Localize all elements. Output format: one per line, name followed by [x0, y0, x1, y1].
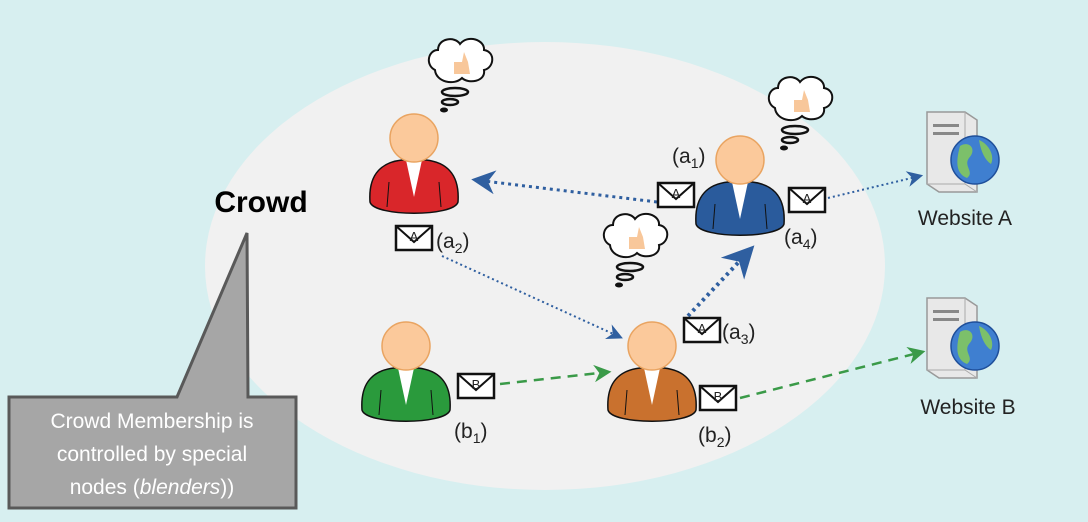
node-label-a1: (a1) [672, 145, 705, 171]
website-b-server-icon [926, 297, 1000, 379]
node-label-a3: (a3) [722, 321, 755, 347]
arrow-b2-to-website-b [739, 346, 926, 400]
callout-box [7, 232, 298, 510]
envelope-b-icon: B [456, 372, 496, 400]
svg-text:B: B [472, 377, 481, 392]
arrow-a1-to-a2 [471, 170, 658, 204]
node-label-b2: (b2) [698, 424, 731, 450]
website-a-server-icon [926, 111, 1000, 193]
envelope-a-icon: A [656, 181, 696, 209]
arrow-b1-to-b2 [499, 364, 612, 386]
callout-line-2: controlled by special [57, 443, 247, 466]
envelope-a-icon: A [787, 186, 827, 214]
envelope-b-icon: B [698, 384, 738, 412]
crowd-title: Crowd [214, 186, 307, 219]
node-label-a4: (a4) [784, 226, 817, 252]
website-b-label: Website B [920, 396, 1015, 419]
envelope-a-icon: A [682, 316, 722, 344]
envelope-a-icon: A [394, 224, 434, 252]
svg-text:A: A [410, 229, 419, 244]
arrow-a3-to-a4 [686, 245, 755, 318]
node-label-b1: (b1) [454, 420, 487, 446]
callout-line-3: nodes (blenders)) [70, 476, 235, 499]
node-label-a2: (a2) [436, 230, 469, 256]
callout-line-1: Crowd Membership is [50, 410, 253, 433]
svg-text:A: A [672, 186, 681, 201]
svg-text:B: B [714, 389, 723, 404]
website-a-label: Website A [918, 207, 1012, 230]
svg-text:A: A [803, 191, 812, 206]
arrow-a4-to-website-a [827, 171, 924, 199]
svg-text:A: A [698, 321, 707, 336]
